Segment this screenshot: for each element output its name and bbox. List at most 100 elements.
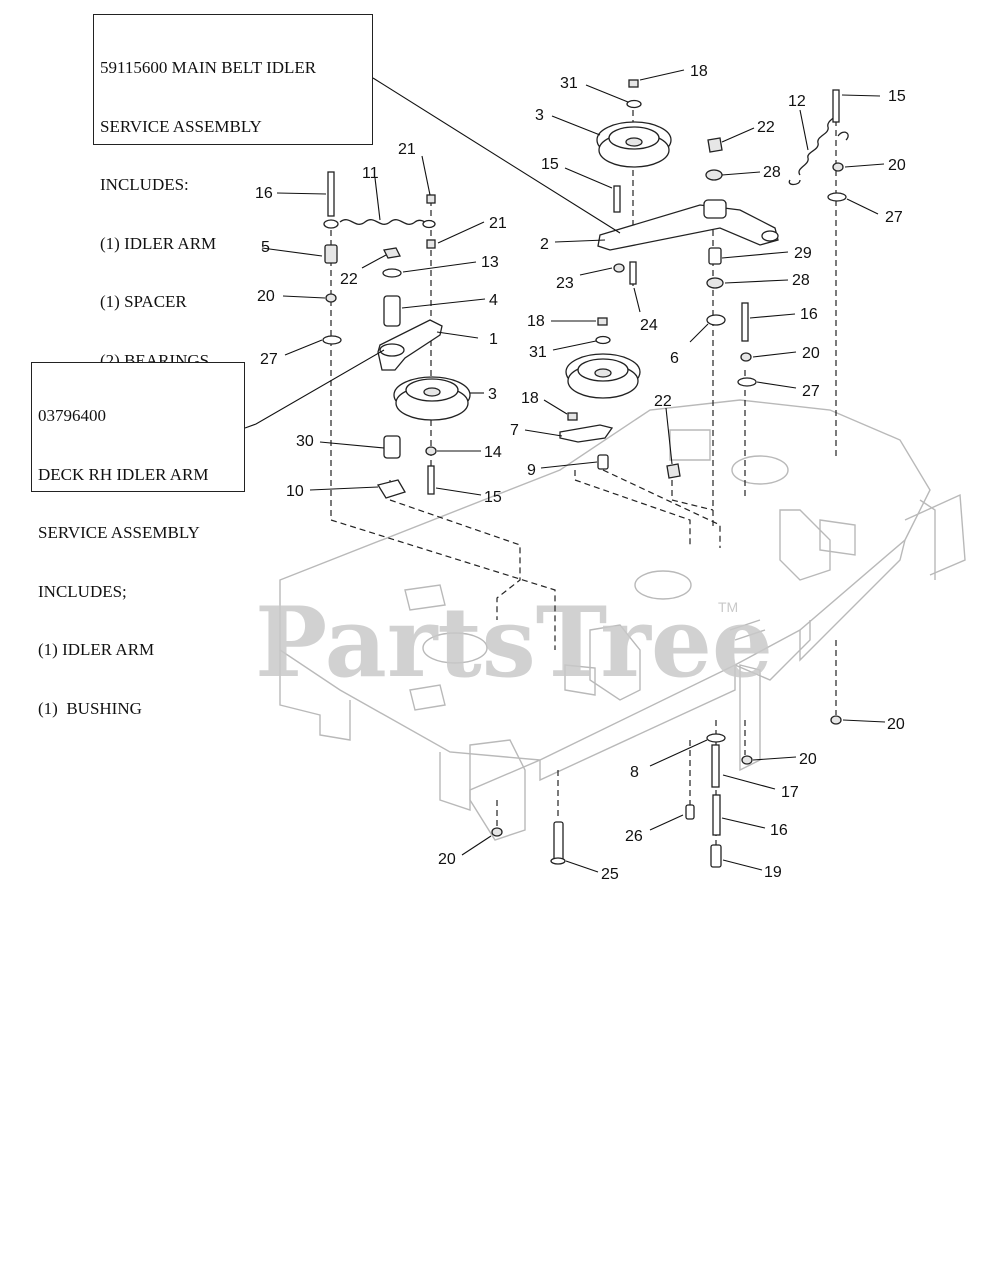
bolt-15-center xyxy=(613,185,621,213)
nut-23 xyxy=(613,263,625,273)
callout-11: 11 xyxy=(362,165,379,182)
washer-31-mid xyxy=(595,335,611,345)
callout-20-mid: 20 xyxy=(802,345,820,362)
plate-10 xyxy=(376,479,406,499)
callout-16-left: 16 xyxy=(255,185,273,202)
leader-lines xyxy=(244,69,886,873)
callout-18-low: 18 xyxy=(521,390,539,407)
callout-20-bl: 20 xyxy=(438,851,456,868)
nut-20-bl xyxy=(491,827,503,837)
washer-14 xyxy=(425,446,437,456)
nut-20-b xyxy=(741,755,753,765)
callout-18-top: 18 xyxy=(690,63,708,80)
callout-20-left: 20 xyxy=(257,288,275,305)
spacer-9 xyxy=(597,454,609,470)
pulley-3-top xyxy=(596,121,672,168)
callout-31-top: 31 xyxy=(560,75,578,92)
callout-13: 13 xyxy=(481,254,499,271)
callout-20-br: 20 xyxy=(887,716,905,733)
note-line: 03796400 xyxy=(38,406,106,425)
idler-arm-2 xyxy=(597,204,779,251)
callout-2: 2 xyxy=(540,236,549,253)
bolt-17 xyxy=(711,744,720,788)
bolt-19 xyxy=(710,844,722,868)
pin-24 xyxy=(629,261,637,285)
callout-30: 30 xyxy=(296,433,314,450)
mower-deck xyxy=(279,399,966,841)
callout-8: 8 xyxy=(630,764,639,781)
spring-11 xyxy=(323,219,436,229)
watermark-text: PartsTree xyxy=(255,586,773,699)
callout-7: 7 xyxy=(510,422,519,439)
nut-21 xyxy=(426,239,436,249)
callout-1: 1 xyxy=(489,331,498,348)
spacer-30 xyxy=(383,435,401,459)
callout-5: 5 xyxy=(261,239,270,256)
callout-27-left: 27 xyxy=(260,351,278,368)
note-line: (1) IDLER ARM xyxy=(38,640,155,659)
washer-27-left xyxy=(322,335,342,345)
callout-15-center: 15 xyxy=(541,156,559,173)
callout-21: 21 xyxy=(489,215,507,232)
note-line: (1) SPACER xyxy=(100,292,187,311)
bearing-28-lower xyxy=(706,277,724,289)
callout-15-right: 15 xyxy=(888,88,906,105)
nut-21-top xyxy=(426,194,436,204)
nut-20-mid xyxy=(740,352,752,362)
nut-20-right xyxy=(832,162,844,172)
callout-23: 23 xyxy=(556,275,574,292)
watermark-tm: TM xyxy=(718,599,738,615)
washer-31-top xyxy=(626,99,642,109)
note-main-belt-idler: 59115600 MAIN BELT IDLER SERVICE ASSEMBL… xyxy=(93,14,373,370)
pulley-3-mid xyxy=(565,353,641,399)
note-line: SERVICE ASSEMBLY xyxy=(38,523,200,542)
washer-8 xyxy=(706,733,726,743)
nut-20-left xyxy=(325,293,337,303)
callout-3-lower: 3 xyxy=(488,386,497,403)
callout-31-mid: 31 xyxy=(529,344,547,361)
callout-19: 19 xyxy=(764,864,782,881)
callout-26: 26 xyxy=(625,828,643,845)
note-line: DECK RH IDLER ARM xyxy=(38,464,209,484)
bolt-16-left xyxy=(327,171,335,217)
callout-21-top: 21 xyxy=(398,141,416,158)
spring-12 xyxy=(788,111,849,186)
callouts: 18 31 3 22 28 15 12 15 20 27 21 16 11 21… xyxy=(255,63,906,883)
callout-17: 17 xyxy=(781,784,799,801)
bracket-7 xyxy=(559,424,614,443)
bolt-15-right xyxy=(832,89,840,123)
parts xyxy=(322,79,849,868)
bolt-16-right xyxy=(741,302,749,342)
note-line: (1) BUSHING xyxy=(38,698,142,718)
callout-12: 12 xyxy=(788,93,806,110)
washer-13 xyxy=(382,268,402,278)
callout-22-left: 22 xyxy=(340,271,358,288)
watermark: PartsTree TM xyxy=(255,586,773,699)
spacer-29 xyxy=(708,247,722,265)
callout-15-lower: 15 xyxy=(484,489,502,506)
nut-18-mid xyxy=(597,317,608,326)
bearing-28-top xyxy=(705,169,723,181)
callout-27-right: 27 xyxy=(885,209,903,226)
callout-25: 25 xyxy=(601,866,619,883)
callout-29: 29 xyxy=(794,245,812,262)
callout-3-top: 3 xyxy=(535,107,544,124)
callout-16-right: 16 xyxy=(800,306,818,323)
bolt-15-lower xyxy=(427,465,435,495)
nut-22-right xyxy=(707,137,723,153)
callout-22-top: 22 xyxy=(757,119,775,136)
note-line: 59115600 MAIN BELT IDLER xyxy=(100,58,317,77)
spacer-4 xyxy=(383,295,401,327)
note-line: (1) IDLER ARM xyxy=(100,233,217,253)
nut-18-top xyxy=(628,79,639,88)
callout-18-mid: 18 xyxy=(527,313,545,330)
callout-4: 4 xyxy=(489,292,498,309)
washer-6 xyxy=(706,314,726,326)
callout-9: 9 xyxy=(527,462,536,479)
callout-16-bottom: 16 xyxy=(770,822,788,839)
callout-20-b: 20 xyxy=(799,751,817,768)
bolt-16-bottom xyxy=(712,794,721,836)
callout-24: 24 xyxy=(640,317,658,334)
nut-22-left xyxy=(383,247,401,259)
